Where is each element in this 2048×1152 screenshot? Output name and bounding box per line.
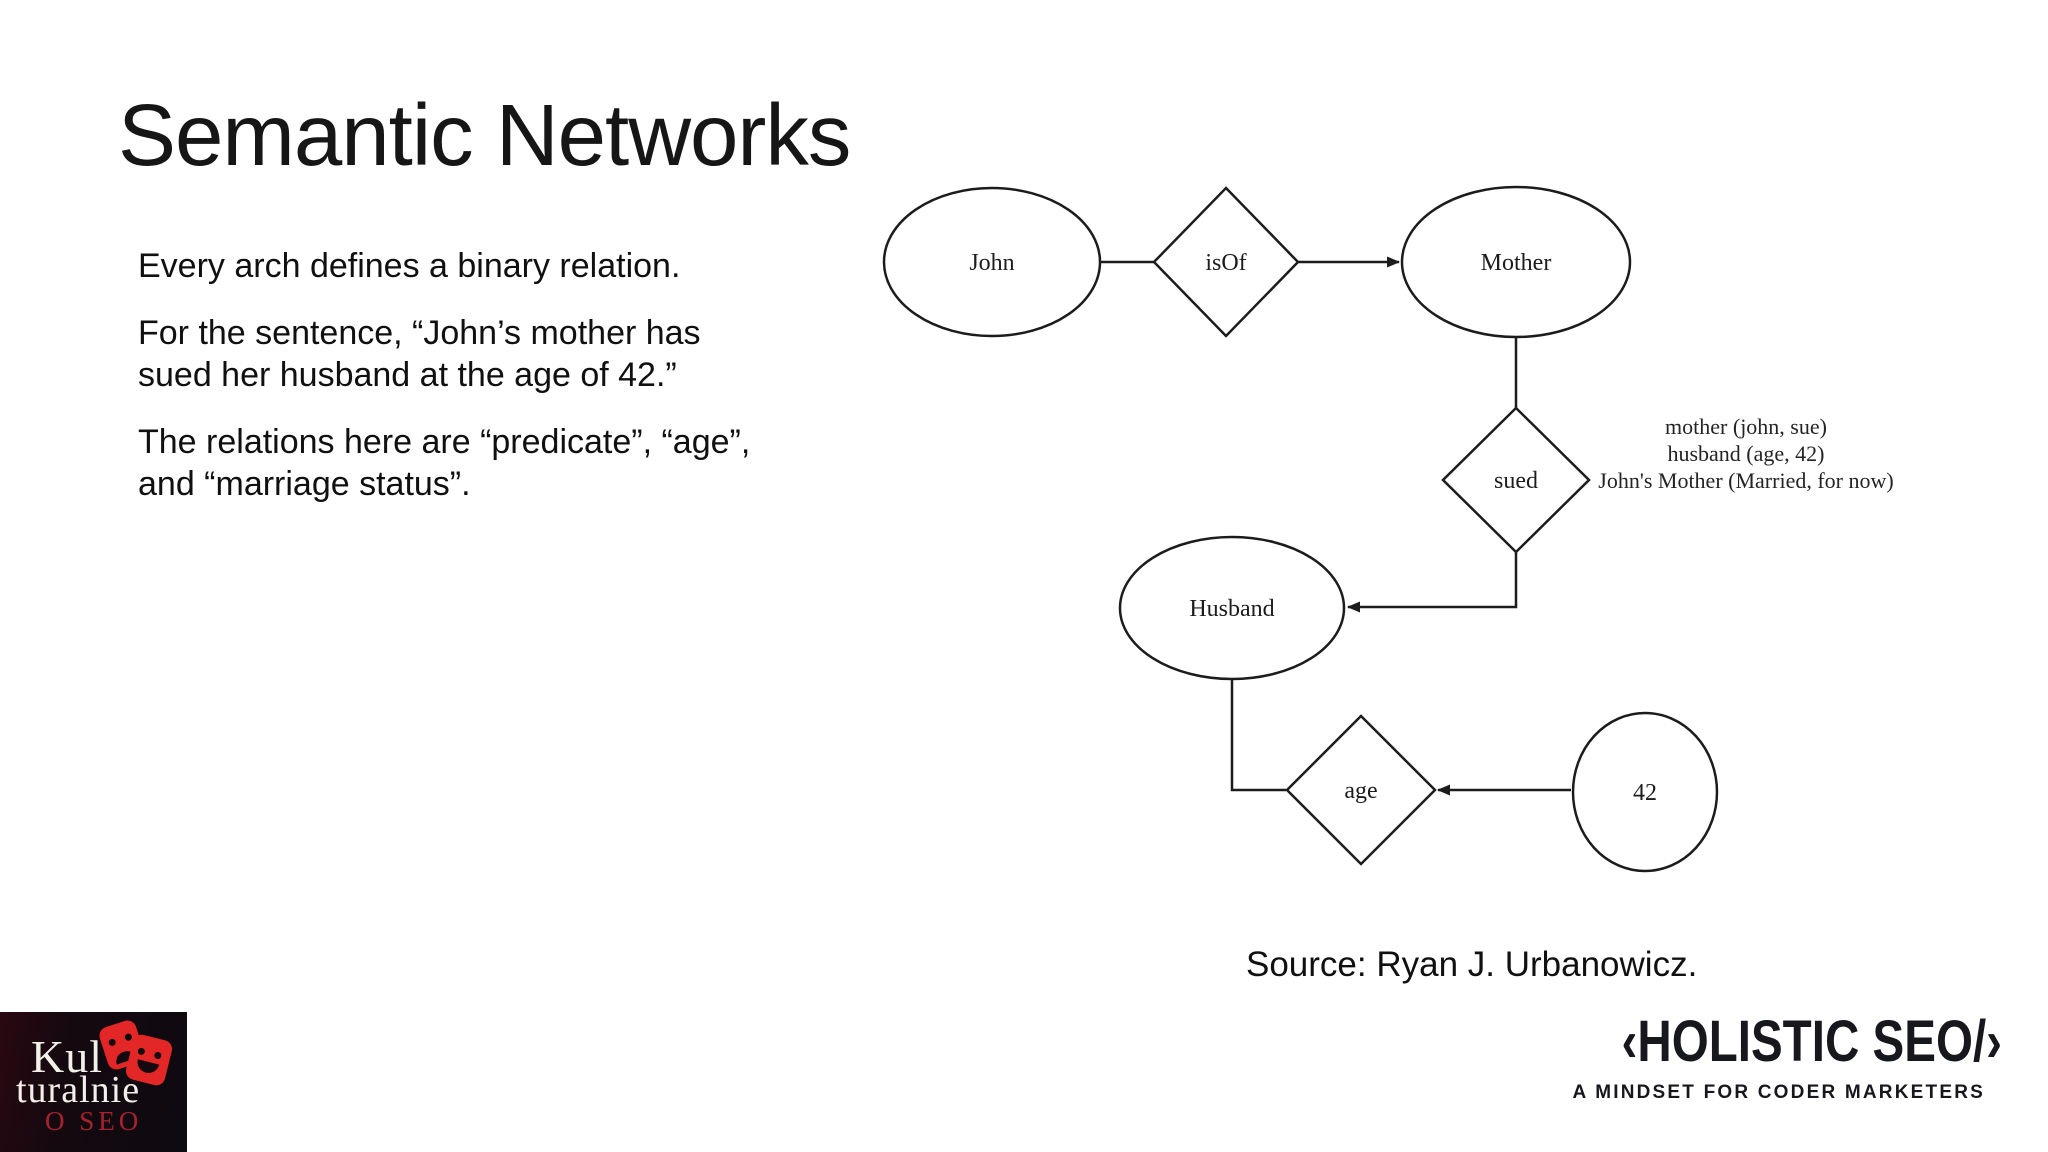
kulturalnie-logo-text: turalnie xyxy=(16,1069,141,1111)
node-label-john: John xyxy=(969,250,1014,276)
holistic-seo-tagline: A MINDSET FOR CODER MARKETERS xyxy=(1572,1082,1985,1103)
paragraph: The relations here are “predicate”, “age… xyxy=(138,421,878,505)
page-title: Semantic Networks xyxy=(118,87,851,184)
text-line: and “marriage status”. xyxy=(138,465,471,503)
node-label-42: 42 xyxy=(1633,780,1657,806)
text-line: For the sentence, “John’s mother has xyxy=(138,314,701,352)
annotation-line: John's Mother (Married, for now) xyxy=(1598,468,1894,493)
edge-husband-age xyxy=(1230,679,1286,792)
node-label-sued: sued xyxy=(1494,468,1538,494)
edge-sued-husband-arrow xyxy=(1347,552,1518,613)
node-john-ellipse xyxy=(882,186,1102,338)
paragraph: Every arch defines a binary relation. xyxy=(138,245,878,287)
node-husband-ellipse xyxy=(1118,535,1346,681)
text-line: The relations here are “predicate”, “age… xyxy=(138,423,751,461)
node-label-isof: isOf xyxy=(1205,250,1246,276)
kulturalnie-logo-subtext: O SEO xyxy=(45,1106,143,1136)
source-attribution: Source: Ryan J. Urbanowicz. xyxy=(1246,945,1698,984)
kulturalnie-logo-text: Kul xyxy=(31,1031,103,1082)
node-mother-ellipse xyxy=(1400,185,1632,339)
paragraph: For the sentence, “John’s mother has sue… xyxy=(138,312,878,396)
body-text: Every arch defines a binary relation. Fo… xyxy=(138,245,878,530)
annotation-line: mother (john, sue) xyxy=(1665,414,1827,439)
node-isof-diamond xyxy=(1152,186,1300,338)
node-label-age: age xyxy=(1344,778,1377,804)
text-line: sued her husband at the age of 42.” xyxy=(138,356,677,394)
node-sued-diamond xyxy=(1441,406,1591,554)
node-label-mother: Mother xyxy=(1481,250,1552,276)
node-42-circle xyxy=(1571,711,1719,873)
text-line: Every arch defines a binary relation. xyxy=(138,247,681,285)
predicate-annotations: mother (john, sue) husband (age, 42) Joh… xyxy=(1496,413,1996,494)
node-label-husband: Husband xyxy=(1189,596,1274,622)
kulturalnie-logo: Kul turalnie O SEO xyxy=(0,1012,187,1152)
node-age-diamond xyxy=(1285,714,1437,866)
holistic-seo-logo: ‹HOLISTIC SEO/› xyxy=(1621,1009,2002,1074)
annotation-line: husband (age, 42) xyxy=(1667,441,1825,466)
